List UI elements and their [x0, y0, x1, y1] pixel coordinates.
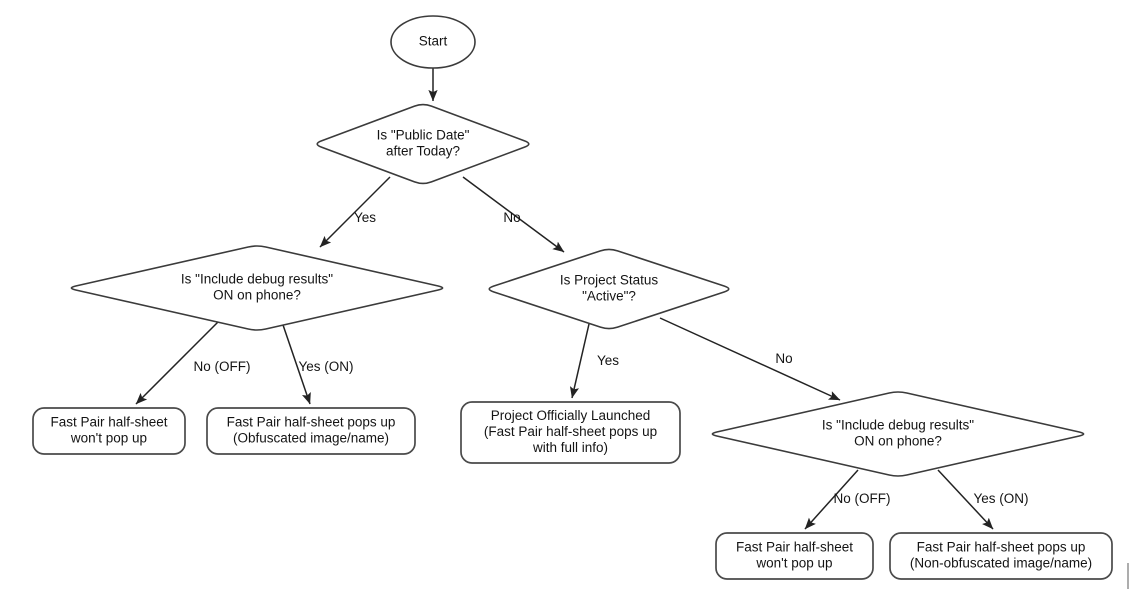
node-right-wont-pop-box: [715, 532, 874, 580]
node-officially-launched: Project Officially Launched(Fast Pair ha…: [460, 401, 681, 464]
node-public-date-label-line-1: Is "Public Date": [377, 128, 470, 143]
node-left-obfuscated-label-line-1: Fast Pair half-sheet pops up: [227, 415, 396, 430]
node-project-status-diamond: [488, 248, 730, 330]
node-right-non-obfuscated-box: [889, 532, 1113, 580]
edge-e-debugright-off: [804, 469, 859, 530]
edge-label-e-public-no: No: [503, 210, 520, 225]
node-public-date-label-line-2: after Today?: [386, 144, 460, 159]
edge-e-status-yes: [569, 323, 590, 399]
nodes-layer: Start Is "Public Date"after Today? Is "Inc…: [32, 15, 1113, 580]
edge-e-debugleft-on: [281, 321, 311, 405]
node-start-label-line-1: Start: [419, 34, 448, 49]
edges-layer: [135, 68, 994, 530]
node-left-obfuscated-box: [206, 407, 416, 455]
edge-e-debugleft-off: [135, 321, 219, 405]
node-officially-launched-box: [460, 401, 681, 464]
edge-e-status-no: [659, 317, 841, 401]
node-start-ellipse: [390, 15, 476, 69]
node-officially-launched-label-line-2: (Fast Pair half-sheet pops up: [484, 424, 657, 439]
node-project-status-label-line-2: "Active"?: [582, 289, 636, 304]
edge-label-e-debugleft-on: Yes (ON): [298, 359, 353, 374]
node-project-status: Is Project Status"Active"?: [488, 248, 730, 330]
node-debug-right: Is "Include debug results"ON on phone?: [711, 391, 1085, 477]
edge-label-e-public-yes: Yes: [354, 210, 376, 225]
node-debug-left-label-line-2: ON on phone?: [213, 288, 301, 303]
node-public-date-diamond: [316, 103, 530, 185]
node-start: Start: [390, 15, 476, 69]
node-public-date: Is "Public Date"after Today?: [316, 103, 530, 185]
edge-label-e-debugleft-off: No (OFF): [194, 359, 251, 374]
node-left-obfuscated: Fast Pair half-sheet pops up(Obfuscated …: [206, 407, 416, 455]
node-debug-right-label-line-1: Is "Include debug results": [822, 418, 974, 433]
node-officially-launched-label-line-3: with full info): [532, 440, 608, 455]
node-debug-right-label-line-2: ON on phone?: [854, 434, 942, 449]
node-left-wont-pop-label-line-2: won't pop up: [70, 431, 147, 446]
node-left-obfuscated-label-line-2: (Obfuscated image/name): [233, 431, 389, 446]
node-project-status-label-line-1: Is Project Status: [560, 273, 659, 288]
node-left-wont-pop-box: [32, 407, 186, 455]
edge-label-e-debugright-on: Yes (ON): [973, 491, 1028, 506]
node-officially-launched-label-line-1: Project Officially Launched: [491, 408, 651, 423]
node-right-wont-pop-label-line-2: won't pop up: [755, 556, 832, 571]
node-right-non-obfuscated-label-line-2: (Non-obfuscated image/name): [910, 556, 1092, 571]
edge-e-debugright-on: [937, 469, 994, 530]
edge-e-public-yes: [319, 176, 391, 248]
node-debug-left: Is "Include debug results"ON on phone?: [70, 245, 444, 331]
edge-label-e-status-no: No: [775, 351, 792, 366]
node-debug-right-diamond: [711, 391, 1085, 477]
edge-label-e-debugright-off: No (OFF): [834, 491, 891, 506]
edge-label-e-status-yes: Yes: [597, 353, 619, 368]
node-right-wont-pop-label-line-1: Fast Pair half-sheet: [736, 540, 853, 555]
edge-e-public-no: [462, 176, 565, 253]
node-debug-left-label-line-1: Is "Include debug results": [181, 272, 333, 287]
node-left-wont-pop-label-line-1: Fast Pair half-sheet: [50, 415, 167, 430]
node-right-non-obfuscated: Fast Pair half-sheet pops up(Non-obfusca…: [889, 532, 1113, 580]
node-right-non-obfuscated-label-line-1: Fast Pair half-sheet pops up: [917, 540, 1086, 555]
node-debug-left-diamond: [70, 245, 444, 331]
